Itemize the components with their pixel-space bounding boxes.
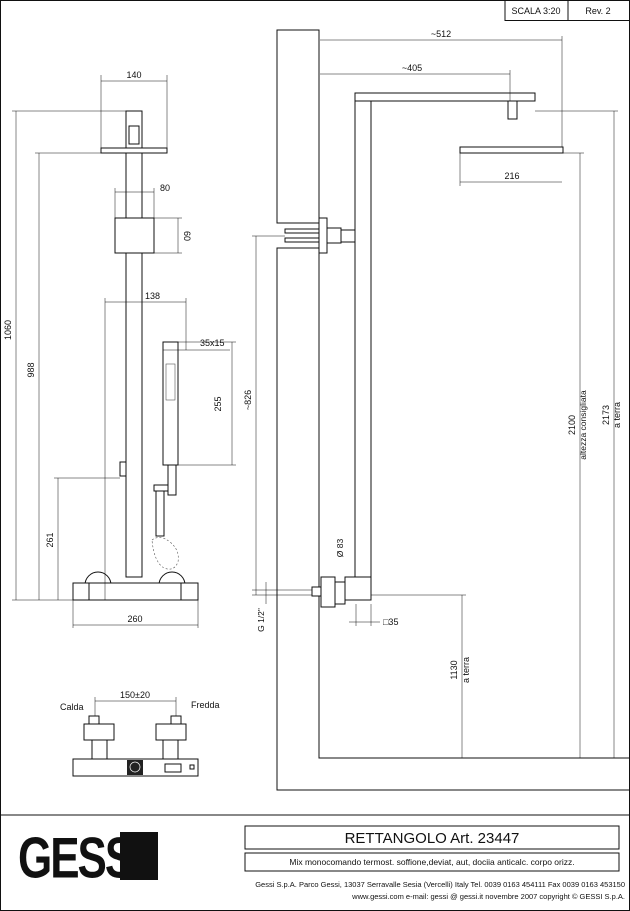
dim-thread: G 1/2" — [256, 608, 266, 632]
mixer-body — [72, 582, 199, 601]
dim-overall-note: a terra — [612, 402, 622, 428]
dim-hand-offset: 138 — [145, 291, 160, 301]
dim-mixer-height-note: a terra — [461, 657, 471, 683]
dim-arm-total: ~512 — [431, 29, 451, 39]
dim-bracket-width: 80 — [160, 183, 170, 193]
cold-label: Fredda — [191, 700, 220, 710]
title-block: GESSI RETTANGOLO Art. 23447 Mix monocoma… — [0, 814, 630, 901]
cold-inlet — [155, 723, 187, 741]
dim-diverter-height: ~826 — [243, 390, 253, 410]
dim-hand-length: 255 — [213, 396, 223, 411]
side-mixer-body — [320, 576, 336, 608]
water-spray — [151, 537, 179, 570]
wall-bracket — [114, 217, 155, 254]
company-contacts: www.gessi.com e-mail: gessi @ gessi.it n… — [351, 892, 625, 901]
dim-head-width-side: 216 — [504, 171, 519, 181]
riser-pipe — [125, 152, 143, 578]
hot-label: Calda — [60, 702, 84, 712]
hose — [155, 490, 165, 537]
front-view: 140 80 60 138 35x15 255 1060 988 261 260 — [3, 70, 236, 628]
dim-holder-height: 261 — [45, 532, 55, 547]
product-description: Mix monocomando termost. soffione,deviat… — [289, 857, 574, 867]
wall-plug — [284, 228, 320, 234]
dim-mixer-height: 1130 — [449, 660, 459, 679]
side-riser-pipe — [354, 100, 372, 578]
dim-hand-section: 35x15 — [200, 338, 225, 348]
mixer-top-view: 150±20 Calda Fredda — [60, 690, 220, 777]
gessi-logo: GESSI — [18, 826, 158, 890]
dim-pipe-diameter: Ø 83 — [335, 539, 345, 558]
dim-mixer-width: 260 — [127, 614, 142, 624]
dim-overall-height: 2173 — [601, 405, 611, 425]
dim-centres: 150±20 — [120, 690, 150, 700]
revision-label: Rev. 2 — [585, 6, 610, 16]
shower-arm — [354, 92, 536, 102]
dim-head-height: 988 — [26, 362, 36, 377]
shower-head — [100, 147, 168, 154]
dim-arm-head: ~405 — [402, 63, 422, 73]
hand-shower — [162, 341, 179, 466]
product-title: RETTANGOLO Art. 23447 — [345, 830, 520, 847]
dim-total-height: 1060 — [3, 320, 13, 340]
company-address: Gessi S.p.A. Parco Gessi, 13037 Serraval… — [255, 880, 625, 889]
side-shower-head — [459, 146, 564, 154]
dim-mixer-section: □35 — [383, 617, 398, 627]
side-view: ~512 ~405 216 ~826 Ø 83 G 1/2" □35 1130 … — [243, 29, 630, 791]
dim-bracket-height: 60 — [182, 231, 192, 241]
dim-recommended-height: 2100 — [567, 415, 577, 435]
scale-box: SCALA 3:20 Rev. 2 — [504, 0, 630, 21]
dim-head-width: 140 — [126, 70, 141, 80]
hot-inlet — [83, 723, 115, 741]
dim-recommended-note: altezza consigliata — [578, 390, 588, 460]
hand-shower-holder — [119, 461, 127, 477]
scale-label: SCALA 3:20 — [511, 6, 560, 16]
